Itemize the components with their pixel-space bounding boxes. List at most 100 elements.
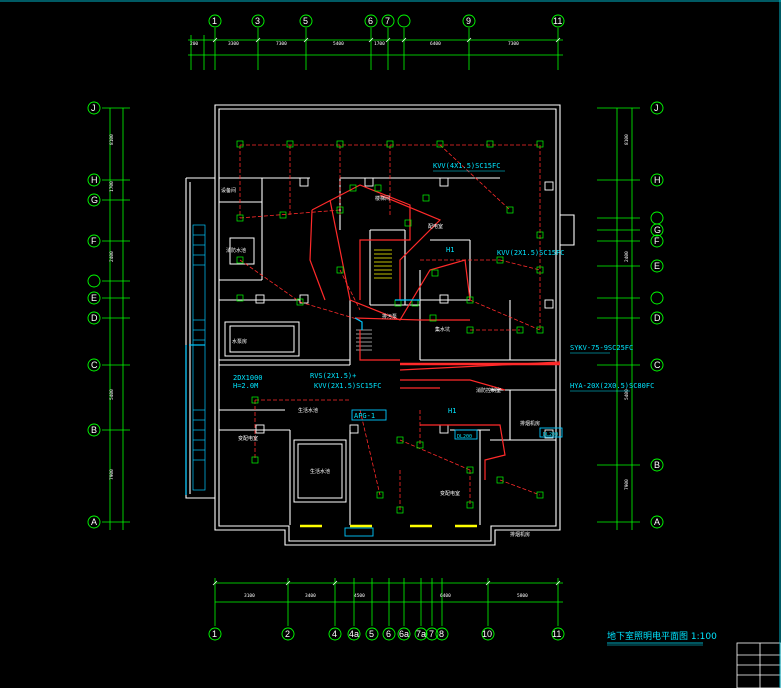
cable-label-5: RVS(2X1.5)+ [310,372,356,380]
svg-text:11: 11 [552,629,561,639]
axis-bottom-7a: 7a [414,627,428,641]
dim-top-2: 3300 [228,41,239,47]
dim-bottom-2: 3400 [305,593,316,599]
room-label-4: 消防水池 [226,247,246,254]
axis-bottom-5: 5 [365,627,379,641]
dim-left-1: 8100 [109,134,115,145]
svg-text:6: 6 [386,629,391,639]
room-label-10: 消防控制室 [476,387,501,394]
svg-text:J: J [91,103,96,113]
dim-top-3: 7300 [276,41,287,47]
right-dimensions: 8100 2400 5400 7900 [624,134,630,490]
cable-label-3: SYKV-75-9SC25FC [570,344,633,352]
axis-top-7: 7 [381,14,395,28]
svg-text:J: J [654,103,659,113]
axis-right-D: D [650,311,664,325]
svg-text:D: D [654,313,661,323]
axis-bottom-11: 11 [551,627,565,641]
stairs-lower [356,329,372,351]
svg-text:8: 8 [439,629,444,639]
axis-left-F: F [87,234,101,248]
axis-right-B: B [650,458,664,472]
axis-bottom-4: 4 [328,627,342,641]
svg-text:11: 11 [553,16,562,26]
cable-label-8: H=2.0M [233,382,258,390]
bottom-dimensions: 3100 3400 4500 6400 5800 [244,593,528,599]
device-label-2: DL200 [543,432,558,438]
room-label-6: 排污泵 [382,313,397,320]
axis-left-A: A [87,515,101,529]
dim-left-4: 5400 [109,389,115,400]
stairs [374,249,392,279]
top-dimensions: 200 3300 7300 5400 1700 6400 7300 [190,41,519,47]
axis-left-C: C [87,358,101,372]
dim-bottom-1: 3100 [244,593,255,599]
axis-bubbles-bottom: 1 2 4 4a 5 6 6a 7a 7 8 10 11 [208,627,565,641]
left-dimensions: 8100 1700 2400 5400 7900 [109,134,115,480]
room-label-3: 配电室 [428,223,443,230]
dim-top-1: 200 [190,41,198,47]
svg-text:A: A [654,517,660,527]
feeder-lines [309,184,561,480]
dim-right-2: 2400 [624,251,630,262]
svg-text:D: D [91,313,98,323]
cable-label-7: 2DX1000 [233,374,263,382]
svg-text:4a: 4a [349,629,359,639]
axis-left-J: J [87,101,101,115]
cable-label-4: HYA-20X(2X0.5)SC80FC [570,382,654,390]
axis-bottom-6: 6 [382,627,396,641]
dim-bottom-3: 4500 [354,593,365,599]
svg-text:B: B [91,425,97,435]
building-walls [185,104,575,546]
svg-text:E: E [654,261,660,271]
axis-left-D: D [87,311,101,325]
axis-bottom-10: 10 [481,627,495,641]
ramp [192,224,206,491]
dim-bottom-4: 6400 [440,593,451,599]
svg-text:H: H [91,175,98,185]
structural-columns [255,177,554,439]
cable-annotations: KVV(4X1.5)SC15FC KVV(2X1.5)SC15FC SYKV-7… [233,162,654,440]
svg-text:1: 1 [212,16,217,26]
axis-bottom-8: 8 [435,627,449,641]
axis-bottom-2: 2 [281,627,295,641]
svg-text:F: F [654,236,660,246]
dim-left-2: 1700 [109,181,115,192]
dim-top-7: 7300 [508,41,519,47]
svg-text:7: 7 [385,16,390,26]
light-fixtures [236,140,544,514]
dim-right-1: 8100 [624,134,630,145]
room-label-9: 变配电室 [238,435,258,442]
axis-top-3: 3 [251,14,265,28]
axis-left-E: E [87,291,101,305]
dim-bottom-5: 5800 [517,593,528,599]
svg-text:E: E [91,293,97,303]
svg-text:5: 5 [303,16,308,26]
cable-label-2: KVV(2X1.5)SC15FC [497,249,564,257]
title-block [736,642,781,688]
svg-text:C: C [91,360,98,370]
svg-text:H: H [654,175,661,185]
axis-bottom-7: 7 [425,627,439,641]
axis-left-H: H [87,173,101,187]
lighting-circuits [239,144,541,510]
device-label-1: DL200 [457,434,472,440]
svg-text:C: C [654,360,661,370]
cable-label-1: KVV(4X1.5)SC15FC [433,162,500,170]
axis-bubbles-left: J H G F E D C B A [87,101,101,529]
h1-label-b: H1 [448,407,456,415]
h1-label-a: H1 [446,246,454,254]
svg-text:4: 4 [332,629,337,639]
axis-top-9: 9 [462,14,476,28]
svg-text:7: 7 [429,629,434,639]
axis-top-6: 6 [364,14,378,28]
dim-top-4: 5400 [333,41,344,47]
svg-text:5: 5 [369,629,374,639]
svg-text:F: F [91,236,97,246]
dim-top-5: 1700 [374,41,385,47]
svg-text:A: A [91,517,97,527]
svg-text:7a: 7a [416,629,426,639]
svg-text:B: B [654,460,660,470]
axis-grid [102,28,640,626]
